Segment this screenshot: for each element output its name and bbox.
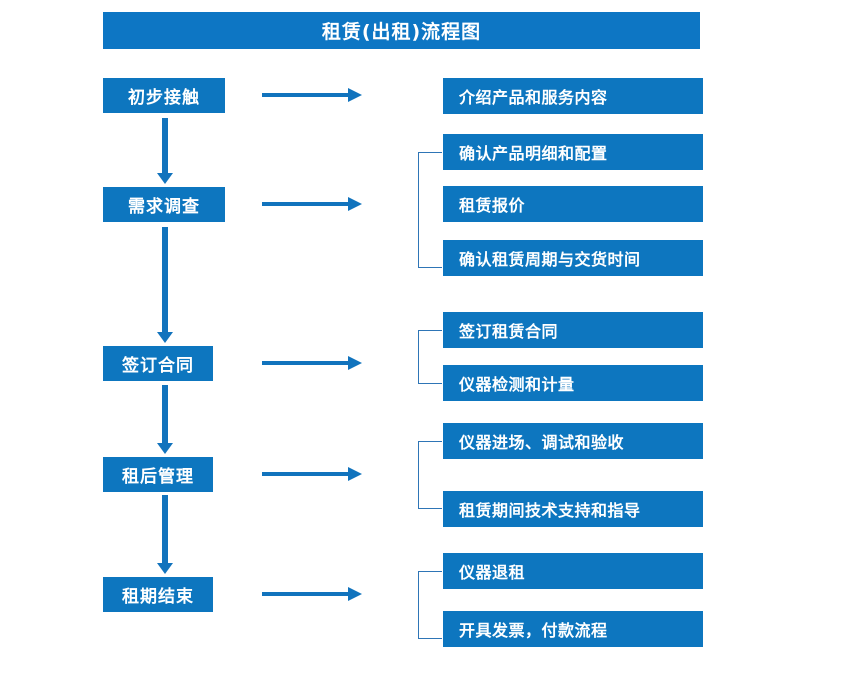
detail-box-8[interactable]: 租赁期间技术支持和指导 [443,491,703,527]
branch-arrow-right-2 [262,197,362,211]
flow-arrow-down-3 [157,385,173,454]
detail-box-7[interactable]: 仪器进场、调试和验收 [443,423,703,459]
detail-box-1[interactable]: 介绍产品和服务内容 [443,78,703,114]
branch-arrow-right-1 [262,88,362,102]
flow-arrow-down-4 [157,495,173,574]
detail-box-10[interactable]: 开具发票，付款流程 [443,611,703,647]
branch-arrow-right-4 [262,467,362,481]
bracket-connector-2 [418,152,442,268]
detail-box-5[interactable]: 签订租赁合同 [443,312,703,348]
flow-arrow-down-2 [157,227,173,343]
detail-box-2[interactable]: 确认产品明细和配置 [443,134,703,170]
stage-box-5[interactable]: 租期结束 [103,577,213,612]
detail-box-6[interactable]: 仪器检测和计量 [443,365,703,401]
stage-box-3[interactable]: 签订合同 [103,346,213,381]
detail-box-3[interactable]: 租赁报价 [443,186,703,222]
branch-arrow-right-3 [262,356,362,370]
bracket-connector-4 [418,441,442,509]
detail-box-9[interactable]: 仪器退租 [443,553,703,589]
flow-arrow-down-1 [157,118,173,184]
bracket-connector-3 [418,330,442,384]
stage-box-4[interactable]: 租后管理 [103,457,213,492]
branch-arrow-right-5 [262,587,362,601]
detail-box-4[interactable]: 确认租赁周期与交货时间 [443,240,703,276]
stage-box-2[interactable]: 需求调查 [103,187,225,222]
chart-title: 租赁(出租)流程图 [103,12,700,49]
bracket-connector-5 [418,571,442,639]
stage-box-1[interactable]: 初步接触 [103,78,225,113]
